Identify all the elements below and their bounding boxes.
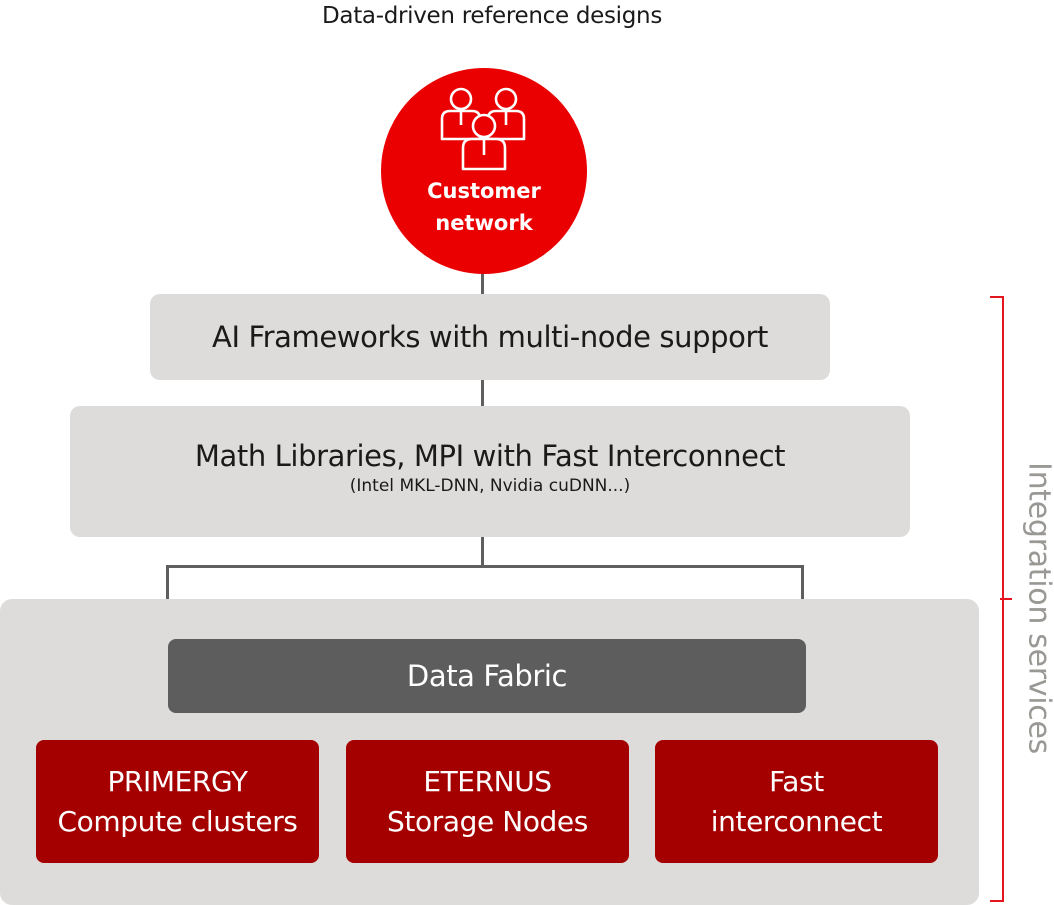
primergy-label: PRIMERGY bbox=[107, 764, 248, 798]
interconnect-sublabel: interconnect bbox=[710, 804, 883, 838]
customer-network-node: Customer network bbox=[381, 68, 587, 274]
integration-bracket-tick bbox=[1000, 598, 1012, 600]
primergy-sublabel: Compute clusters bbox=[57, 804, 298, 838]
ai-frameworks-label: AI Frameworks with multi-node support bbox=[212, 320, 768, 354]
diagram-title: Data-driven reference designs bbox=[321, 3, 663, 29]
eternus-storage-node: ETERNUS Storage Nodes bbox=[346, 740, 629, 863]
data-fabric-layer: Data Fabric bbox=[168, 639, 806, 713]
fast-interconnect-node: Fast interconnect bbox=[655, 740, 938, 863]
connector-horizontal bbox=[166, 565, 804, 568]
connector-frameworks-mathlib bbox=[481, 380, 484, 407]
eternus-sublabel: Storage Nodes bbox=[387, 804, 588, 838]
primergy-compute-node: PRIMERGY Compute clusters bbox=[36, 740, 319, 863]
interconnect-label: Fast bbox=[769, 764, 824, 798]
customer-label-line1: Customer bbox=[427, 179, 541, 203]
integration-services-label: Integration services bbox=[1021, 462, 1054, 754]
eternus-label: ETERNUS bbox=[423, 764, 552, 798]
ai-frameworks-layer: AI Frameworks with multi-node support bbox=[150, 294, 830, 380]
customer-label-line2: network bbox=[435, 211, 533, 235]
math-libraries-layer: Math Libraries, MPI with Fast Interconne… bbox=[70, 406, 910, 537]
customer-network-label: Customer network bbox=[381, 175, 587, 239]
connector-mathlib-split bbox=[481, 537, 484, 566]
people-group-icon bbox=[440, 87, 526, 171]
math-libraries-sublabel: (Intel MKL-DNN, Nvidia cuDNN...) bbox=[349, 476, 631, 496]
connector-right-drop bbox=[801, 565, 804, 600]
connector-circle-frameworks bbox=[481, 272, 484, 296]
math-libraries-label: Math Libraries, MPI with Fast Interconne… bbox=[194, 439, 786, 473]
connector-left-drop bbox=[166, 565, 169, 600]
